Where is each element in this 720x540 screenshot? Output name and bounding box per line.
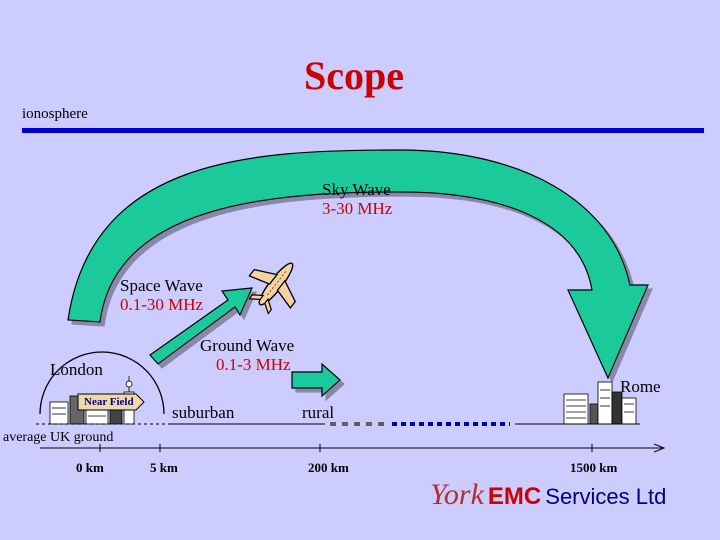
sky-wave-freq: 3-30 MHz bbox=[322, 199, 393, 218]
ground-label: average UK ground bbox=[3, 430, 114, 445]
logo-york: York bbox=[430, 478, 484, 511]
ionosphere-label: ionosphere bbox=[22, 106, 88, 122]
space-wave-arrow bbox=[149, 287, 253, 365]
ground-wave-freq: 0.1-3 MHz bbox=[216, 355, 291, 374]
page-title: Scope bbox=[304, 53, 404, 98]
rural-label: rural bbox=[302, 403, 335, 422]
distance-scale bbox=[40, 443, 666, 453]
near-field-boundary bbox=[39, 351, 165, 415]
tick-label-5km: 5 km bbox=[150, 460, 178, 475]
ionosphere-line bbox=[22, 128, 704, 133]
rome-label: Rome bbox=[620, 377, 661, 396]
logo-services: Services Ltd bbox=[545, 484, 667, 509]
sky-wave-arrow bbox=[67, 149, 649, 380]
near-field-arrow bbox=[77, 393, 145, 411]
sky-wave-label: Sky Wave bbox=[322, 180, 391, 199]
near-field-label: Near Field bbox=[84, 396, 134, 408]
london-label: London bbox=[50, 360, 103, 379]
airplane-icon bbox=[248, 262, 297, 315]
ground-wave-label: Ground Wave bbox=[200, 336, 295, 355]
ground-wave-arrow bbox=[291, 362, 341, 398]
rome-skyline-icon bbox=[563, 381, 637, 425]
suburban-label: suburban bbox=[172, 403, 235, 422]
space-wave-label: Space Wave bbox=[120, 276, 203, 295]
space-wave-freq: 0.1-30 MHz bbox=[120, 295, 204, 314]
tick-label-1500km: 1500 km bbox=[570, 460, 618, 475]
logo-emc: EMC bbox=[487, 483, 542, 510]
tick-label-0km: 0 km bbox=[76, 460, 104, 475]
tick-label-200km: 200 km bbox=[308, 460, 349, 475]
